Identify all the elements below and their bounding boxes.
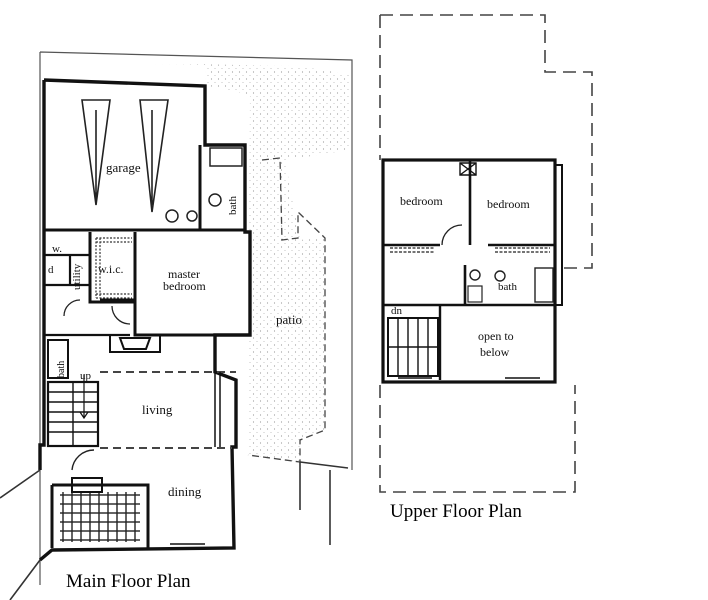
door-swing-icon: [441, 224, 463, 246]
entry-door-swing: [71, 449, 95, 471]
garage-label: garage: [106, 160, 141, 175]
main-floor-plan: garage w.i.c. master bedroom w. d utilit…: [0, 51, 353, 600]
garage-bath-label: bath: [227, 196, 239, 215]
dryer-label: d: [48, 264, 54, 276]
upper-wall-step: [555, 164, 563, 306]
utility-label: utility: [71, 263, 83, 290]
upper-bedroom-right-label: bedroom: [487, 197, 530, 211]
garage-walls: [44, 143, 245, 232]
wic-shelving: [95, 237, 132, 299]
small-bath-label: bath: [56, 361, 67, 378]
main-stairs: [46, 375, 100, 448]
upper-down-label: dn: [391, 305, 403, 317]
patio-surface: [50, 62, 350, 462]
sink-icon: [469, 269, 481, 281]
bedroom-closets: [390, 247, 550, 253]
upper-interior-walls: [383, 160, 555, 307]
living-label: living: [142, 402, 173, 417]
vanity: [467, 285, 483, 303]
upper-bath-tub: [534, 267, 554, 303]
small-bath: [47, 339, 69, 379]
master-label-line2: bedroom: [163, 279, 206, 293]
upper-bath-label: bath: [498, 281, 517, 293]
open-to-below-label-line2: below: [480, 345, 510, 359]
kitchen-island: [71, 477, 103, 493]
upper-floor-plan: bedroom bedroom bath dn open to below Up…: [379, 14, 593, 522]
upper-stairs: [387, 317, 439, 377]
master-label-line1: master: [168, 267, 200, 281]
toilet-icon: [208, 193, 222, 207]
utility-walls: [44, 253, 130, 337]
fireplace: [109, 335, 161, 353]
upper-bedroom-left-label: bedroom: [400, 194, 443, 208]
garage-door-left: [81, 99, 111, 206]
open-to-below-label-line1: open to: [478, 329, 514, 343]
living-windows: [214, 372, 221, 447]
patio-label: patio: [276, 312, 302, 327]
up-label: up: [80, 370, 92, 382]
patio-outline: [247, 157, 326, 463]
porch-outline: [0, 461, 349, 600]
main-lot-line: [39, 51, 353, 585]
door-swing-icon: [63, 299, 131, 325]
garage-door-right: [139, 99, 169, 213]
sink-icon: [186, 210, 198, 222]
kitchen-walls: [50, 483, 150, 548]
living-dining-divider: [100, 371, 236, 449]
garage-bath-tub: [209, 147, 243, 167]
toilet-icon: [165, 209, 179, 223]
washer-label: w.: [52, 243, 62, 255]
kitchen-tile: [60, 492, 140, 542]
skylight-icon: [459, 162, 477, 176]
wic-label: w.i.c.: [98, 262, 124, 276]
toilet-icon: [494, 270, 506, 282]
upper-windows: [398, 377, 540, 383]
main-floor-caption: Main Floor Plan: [66, 571, 191, 592]
upper-floor-caption: Upper Floor Plan: [390, 501, 522, 522]
dining-window: [170, 543, 205, 549]
dining-label: dining: [168, 484, 202, 499]
upper-footprint-dashed: [379, 14, 593, 493]
